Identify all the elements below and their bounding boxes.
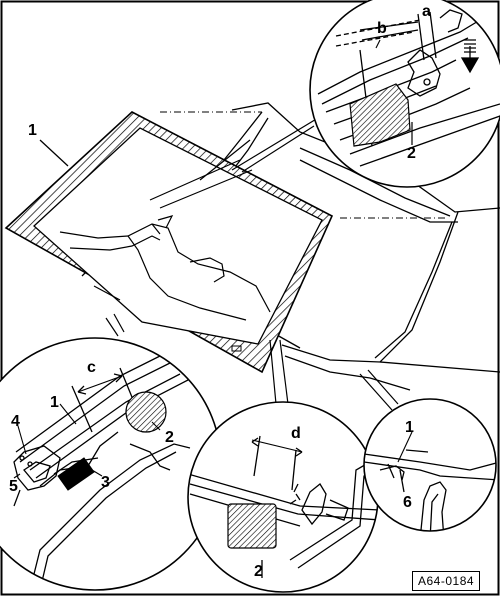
detail-left xyxy=(0,337,222,591)
detail-top xyxy=(309,0,500,188)
dash-through-glass xyxy=(59,139,271,321)
label-left-c: c xyxy=(87,359,96,376)
label-left-5: 5 xyxy=(9,478,18,495)
glass-marker xyxy=(231,345,242,352)
label-main-1: 1 xyxy=(28,122,37,139)
label-left-4: 4 xyxy=(11,413,20,430)
reference-code: A64-0184 xyxy=(412,571,481,591)
label-top-b: b xyxy=(377,20,387,37)
label-mid-d: d xyxy=(291,425,301,442)
label-right-6: 6 xyxy=(403,494,412,511)
label-top-a: a xyxy=(422,3,431,20)
label-right-1: 1 xyxy=(405,419,414,436)
label-top-2: 2 xyxy=(407,145,416,162)
label-left-3: 3 xyxy=(101,474,110,491)
detail-right xyxy=(363,398,497,532)
windshield-clear-area xyxy=(33,127,323,345)
label-left-1: 1 xyxy=(50,394,59,411)
detail-leaders xyxy=(105,117,399,411)
leader-main-1 xyxy=(39,139,69,167)
label-mid-2: 2 xyxy=(254,563,263,580)
label-left-2: 2 xyxy=(165,429,174,446)
reference-lines xyxy=(160,111,448,219)
detail-middle xyxy=(187,401,379,593)
